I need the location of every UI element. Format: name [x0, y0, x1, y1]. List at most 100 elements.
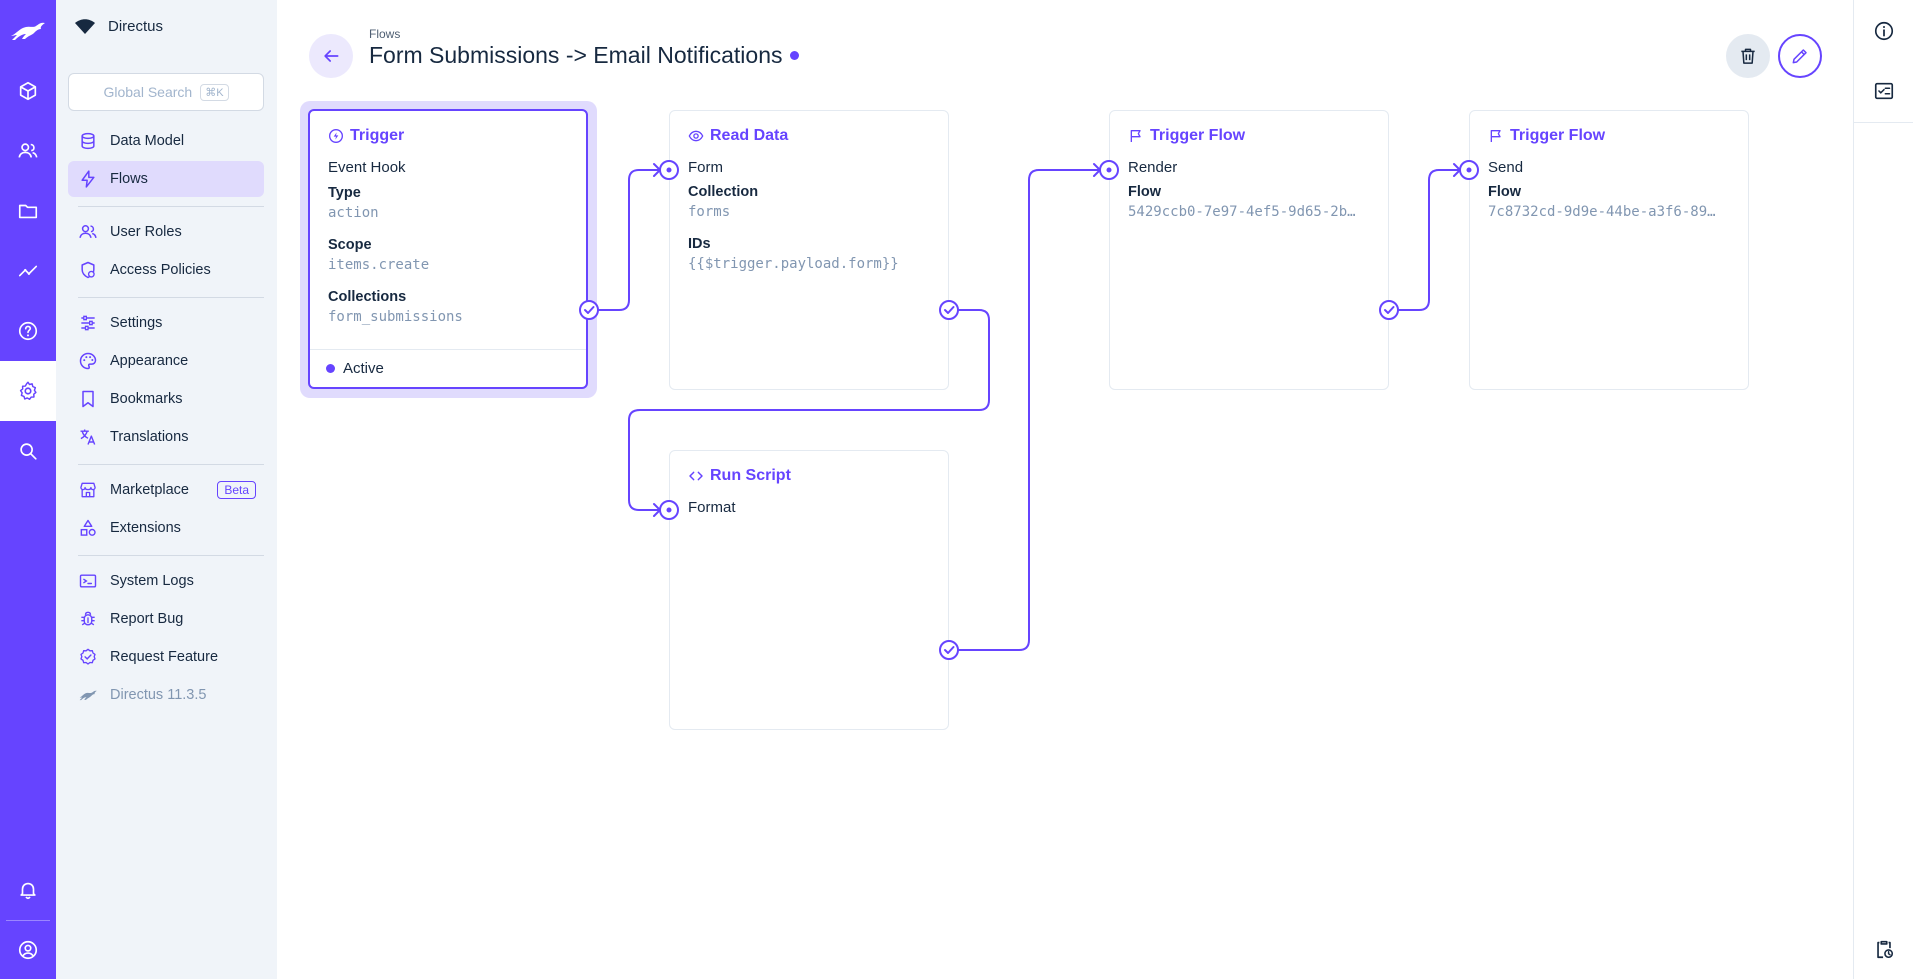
- bell-icon: [20, 882, 36, 900]
- panel-type: Trigger: [350, 127, 405, 144]
- flag-icon: [1490, 130, 1501, 142]
- nav-label: Marketplace: [110, 482, 189, 498]
- directus-logo[interactable]: [0, 0, 56, 60]
- nav-item-data-model[interactable]: Data Model: [68, 123, 264, 159]
- nav-label: Flows: [110, 171, 148, 187]
- panel-header: Read Data: [688, 127, 788, 145]
- field-value: 5429ccb0-7e97-4ef5-9d65-2b…: [1128, 204, 1356, 220]
- wifi-logo-icon: [75, 18, 95, 34]
- sidebar-right-rail: [1853, 0, 1913, 979]
- flow-title: Form Submissions -> Email Notifications: [369, 42, 783, 68]
- nav-item-user-roles[interactable]: User Roles: [68, 214, 264, 250]
- nav-item-marketplace[interactable]: Marketplace Beta: [68, 472, 264, 508]
- nav-label: Bookmarks: [110, 391, 183, 407]
- panel-name: Send: [1488, 159, 1524, 176]
- translate-icon: [80, 429, 96, 445]
- nav-item-settings[interactable]: Settings: [68, 305, 264, 341]
- back-button[interactable]: [309, 34, 353, 78]
- panel-field: Flow 7c8732cd-9d9e-44be-a3f6-89…: [1488, 184, 1738, 220]
- notifications-button[interactable]: [0, 860, 56, 920]
- field-label: IDs: [688, 236, 711, 252]
- logs-button[interactable]: [1854, 61, 1913, 121]
- account-button[interactable]: [0, 920, 56, 979]
- breadcrumb[interactable]: Flows: [369, 27, 401, 41]
- nav-item-translations[interactable]: Translations: [68, 419, 264, 455]
- nav-label: Extensions: [110, 520, 181, 536]
- field-value: {{$trigger.payload.form}}: [688, 256, 899, 272]
- database-icon: [81, 132, 95, 150]
- project-info[interactable]: Directus: [74, 18, 163, 35]
- version-label: Directus 11.3.5: [110, 687, 207, 703]
- nav-label: Translations: [110, 429, 189, 445]
- connection-script-render: [949, 169, 1100, 651]
- users-module-button[interactable]: [0, 121, 56, 181]
- nav-item-report-bug[interactable]: Report Bug: [68, 601, 264, 637]
- rabbit-logo-icon: [11, 22, 45, 40]
- nav-label: Access Policies: [110, 262, 211, 278]
- panel-header: Trigger Flow: [1488, 127, 1605, 145]
- trash-icon: [1741, 48, 1755, 64]
- pencil-icon: [1792, 49, 1807, 64]
- insights-module-button[interactable]: [0, 241, 56, 301]
- delete-flow-button[interactable]: [1726, 34, 1770, 78]
- trigger-flow-render-panel[interactable]: Trigger Flow Render Flow 5429ccb0-7e97-4…: [1109, 110, 1389, 390]
- right-rail-divider: [1854, 122, 1913, 123]
- help-module-button[interactable]: [0, 301, 56, 361]
- rail-divider: [6, 920, 50, 921]
- nav-label: System Logs: [110, 573, 194, 589]
- arrow-left-icon: [324, 50, 339, 62]
- field-label: Collections: [328, 289, 407, 305]
- status-label: Active: [343, 360, 384, 377]
- settings-module-button[interactable]: [0, 361, 56, 421]
- bolt-icon: [81, 170, 95, 188]
- nav-label: Data Model: [110, 133, 185, 149]
- run-script-panel[interactable]: Run Script Format: [669, 450, 949, 730]
- read-data-panel[interactable]: Read Data Form Collection forms IDs {{$t…: [669, 110, 949, 390]
- nav-label: Request Feature: [110, 649, 219, 665]
- field-label: Flow: [1128, 184, 1162, 200]
- flag-icon: [1130, 130, 1141, 142]
- bug-icon: [81, 611, 95, 626]
- trigger-panel[interactable]: Trigger Event Hook Type action Scope ite…: [308, 109, 588, 389]
- search-module-button[interactable]: [0, 421, 56, 481]
- field-value: items.create: [328, 257, 430, 273]
- account-icon: [18, 940, 38, 960]
- bolt-circle-icon: [329, 129, 343, 143]
- field-label: Flow: [1488, 184, 1522, 200]
- panel-type: Read Data: [710, 127, 789, 144]
- nav-item-access-policies[interactable]: Access Policies: [68, 252, 264, 288]
- global-search-input[interactable]: Global Search ⌘K: [68, 73, 264, 111]
- users-icon: [18, 143, 38, 158]
- files-module-button[interactable]: [0, 181, 56, 241]
- panel-name: Event Hook: [328, 159, 406, 176]
- nav-divider: [78, 297, 264, 298]
- nav-label: User Roles: [110, 224, 182, 240]
- nav-item-request-feature[interactable]: Request Feature: [68, 639, 264, 675]
- settings-navigation: Directus Global Search ⌘K Data Model Flo…: [56, 0, 277, 979]
- code-icon: [689, 471, 703, 481]
- shield-icon: [81, 261, 95, 279]
- panel-field: Flow 5429ccb0-7e97-4ef5-9d65-2b…: [1128, 184, 1378, 220]
- project-name: Directus: [108, 18, 164, 35]
- edit-flow-button[interactable]: [1778, 34, 1822, 78]
- panel-name: Form: [688, 159, 723, 176]
- nav-item-bookmarks[interactable]: Bookmarks: [68, 381, 264, 417]
- nav-item-extensions[interactable]: Extensions: [68, 510, 264, 546]
- module-rail: [0, 0, 56, 979]
- field-value: form_submissions: [328, 309, 463, 325]
- panel-field: Collection forms: [688, 184, 938, 220]
- trigger-flow-send-panel[interactable]: Trigger Flow Send Flow 7c8732cd-9d9e-44b…: [1469, 110, 1749, 390]
- nav-item-system-logs[interactable]: System Logs: [68, 563, 264, 599]
- panel-type: Run Script: [710, 467, 791, 484]
- nav-item-appearance[interactable]: Appearance: [68, 343, 264, 379]
- field-label: Scope: [328, 237, 372, 253]
- nav-item-flows[interactable]: Flows: [68, 161, 264, 197]
- info-button[interactable]: [1854, 1, 1913, 61]
- field-value: forms: [688, 204, 731, 220]
- content-module-button[interactable]: [0, 61, 56, 121]
- gear-icon: [19, 381, 37, 400]
- insights-icon: [18, 265, 38, 277]
- panel-field: Scope items.create: [328, 237, 578, 273]
- clipboard-button[interactable]: [1854, 919, 1913, 979]
